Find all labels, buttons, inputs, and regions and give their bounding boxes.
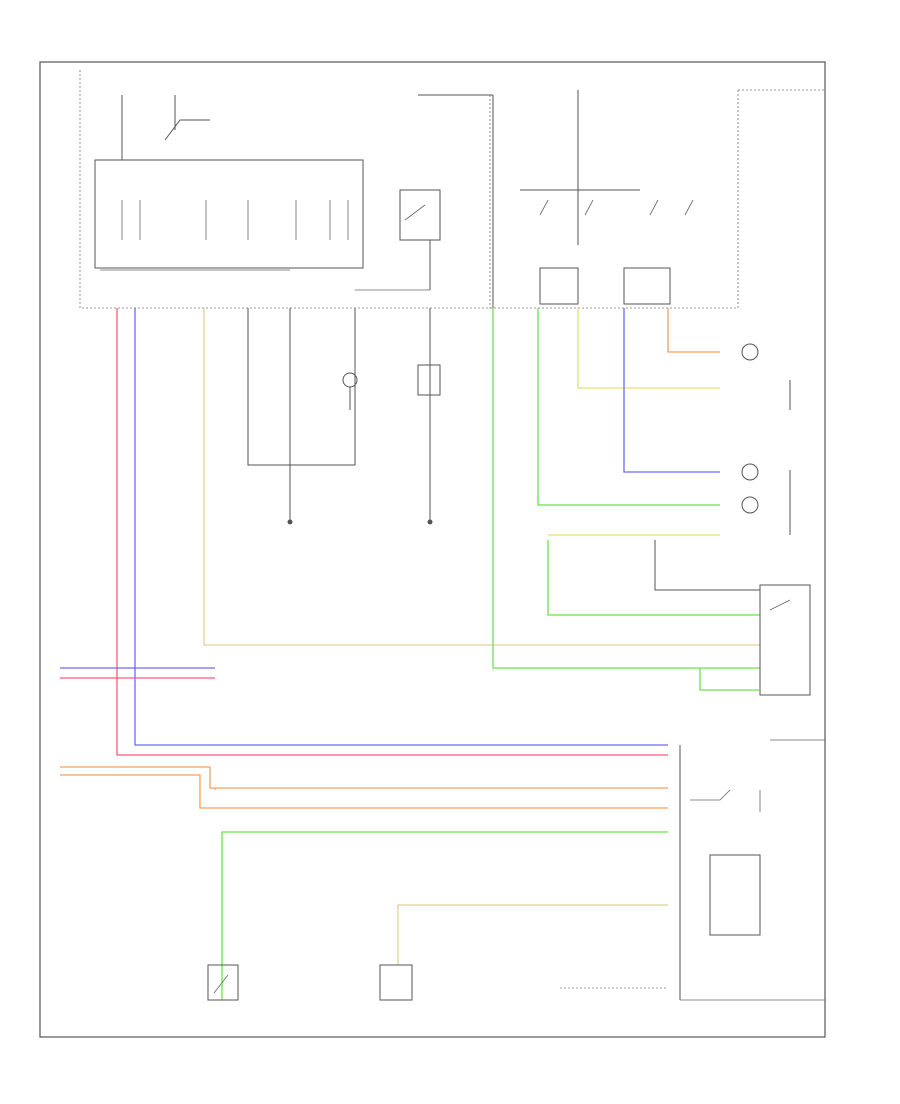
wire-orange	[667, 308, 720, 353]
switch-2	[584, 199, 594, 216]
wire-green-main	[492, 308, 760, 669]
wire-blue-bottom	[60, 774, 668, 809]
wire-ground-loop	[247, 308, 356, 466]
wire-black-lower	[654, 540, 760, 591]
ecu-box	[94, 159, 364, 269]
wire-green-bottom	[221, 831, 668, 1000]
wire-green-sensor	[537, 308, 720, 506]
indicator-box	[417, 364, 441, 396]
wire-green-lower	[547, 540, 760, 616]
outer-frame	[39, 61, 826, 1038]
wire-yellow-bottom	[60, 766, 668, 789]
sensor-1-icon	[741, 343, 759, 361]
fuse-block-right	[623, 267, 671, 305]
wire-yellow	[577, 308, 720, 389]
fuse-block-left	[539, 267, 579, 305]
lower-relay-box	[759, 584, 811, 696]
wire-red	[116, 308, 668, 756]
bottom-switch-symbol	[213, 974, 229, 994]
control-module-outline	[79, 70, 739, 309]
lower-module-switch	[690, 789, 731, 801]
ecu-pins	[121, 200, 349, 240]
ignition-switch-symbol	[164, 119, 210, 141]
wire-tan-module	[203, 308, 760, 646]
sensor-3-icon	[741, 496, 759, 514]
relay-switch	[404, 204, 426, 221]
lower-relay-switch	[769, 599, 791, 611]
switch-1	[539, 199, 549, 216]
lower-module-box	[709, 854, 761, 936]
ground-point-2	[427, 519, 433, 525]
ground-point-1	[287, 519, 293, 525]
wire-blue	[134, 308, 668, 746]
wire-tan-bottom	[397, 904, 668, 965]
sensor-2-icon	[741, 463, 759, 481]
wire-green-relay	[699, 668, 760, 691]
switch-3	[649, 199, 659, 216]
wire-blue-sensor	[623, 308, 720, 473]
relay-box	[399, 189, 441, 241]
bottom-sensor-box	[379, 964, 413, 1001]
switch-4	[684, 199, 694, 216]
bottom-switch-box	[207, 964, 239, 1001]
